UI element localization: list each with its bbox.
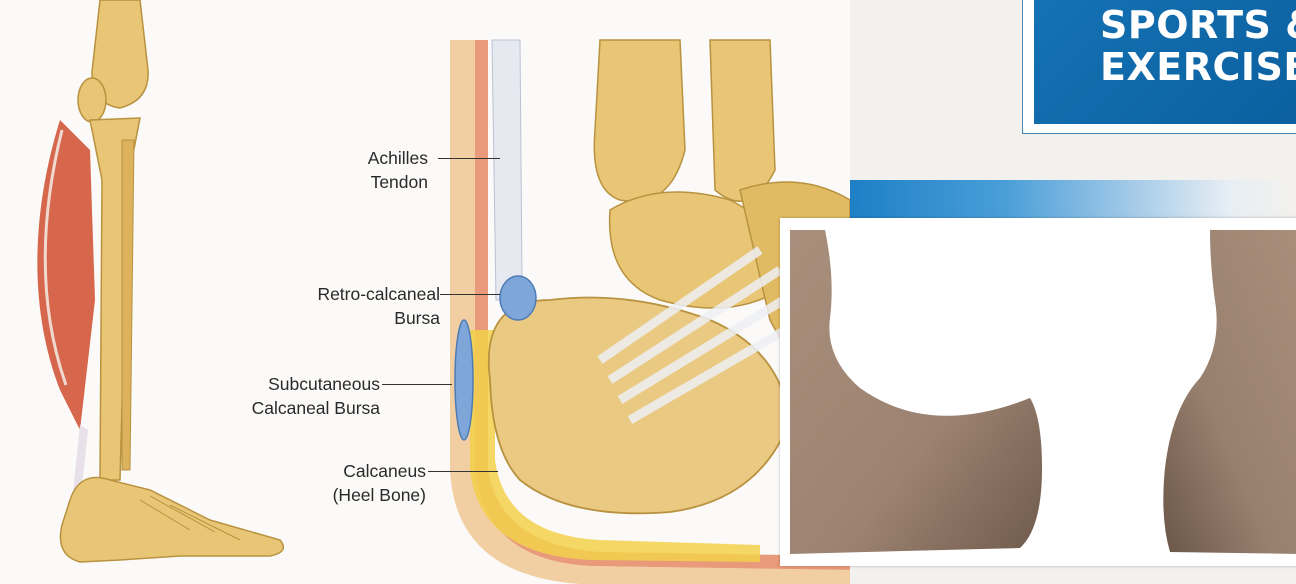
achilles-label-line2: Tendon (300, 170, 428, 194)
heel-photo (780, 218, 1296, 566)
subcut-label-line2: Calcaneal Bursa (180, 396, 380, 420)
banner-line1: SPORTS & (1100, 4, 1296, 46)
subcutaneous-bursa-label: Subcutaneous Calcaneal Bursa (180, 372, 380, 420)
calcaneus-label-line1: Calcaneus (260, 459, 426, 483)
retro-label-line1: Retro-calcaneal (240, 282, 440, 306)
banner-line2: EXERCISE (1100, 46, 1296, 88)
anatomy-diagram: Achilles Tendon Retro-calcaneal Bursa Su… (0, 0, 850, 584)
heel-photo-image (780, 218, 1296, 566)
achilles-tendon-label: Achilles Tendon (300, 146, 428, 194)
retro-leader-line (440, 294, 500, 295)
calcaneus-label-line2: (Heel Bone) (260, 483, 426, 507)
subcutaneous-leader-line (382, 384, 452, 385)
section-banner-title: SPORTS & EXERCISE (1100, 4, 1296, 88)
calcaneus-label: Calcaneus (Heel Bone) (260, 459, 426, 507)
achilles-leader-line (438, 158, 500, 159)
calcaneus-leader-line (428, 471, 498, 472)
achilles-label-line1: Achilles (300, 146, 428, 170)
retro-calcaneal-bursa-label: Retro-calcaneal Bursa (240, 282, 440, 330)
subcut-label-line1: Subcutaneous (180, 372, 380, 396)
retro-label-line2: Bursa (240, 306, 440, 330)
